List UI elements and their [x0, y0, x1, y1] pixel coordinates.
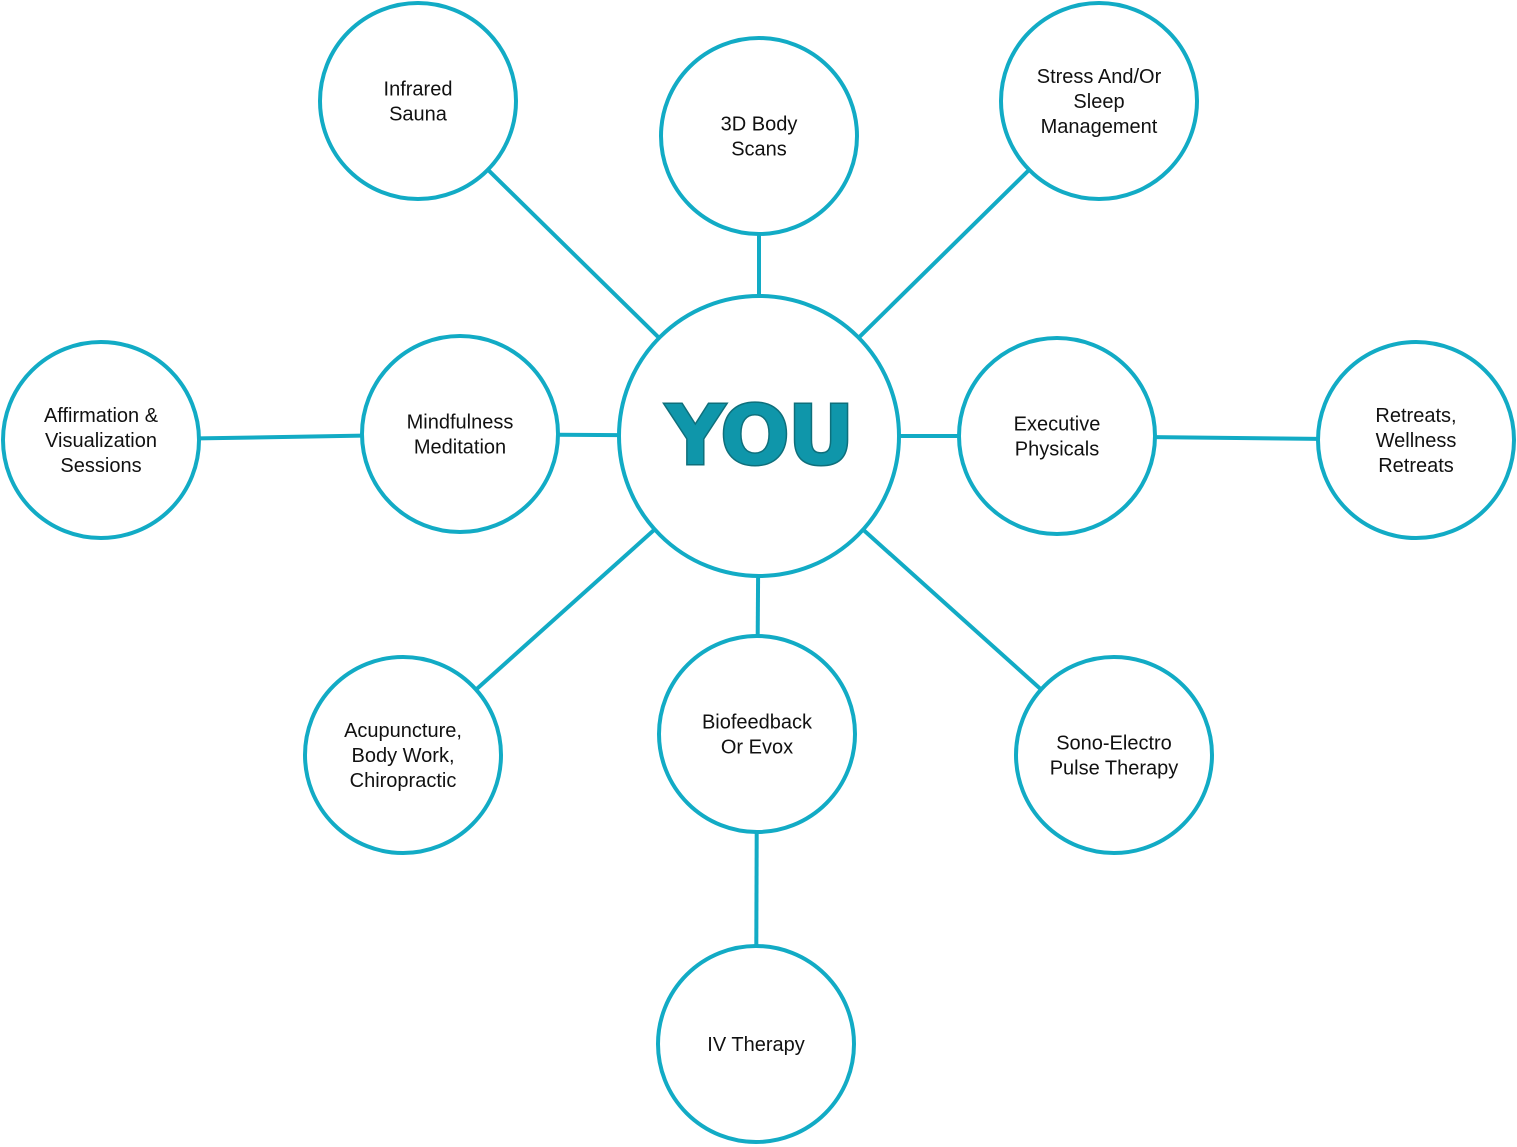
node-label-affirmation-visualization-line-3: Sessions — [60, 455, 141, 477]
node-circle-executive-physicals — [957, 336, 1157, 536]
connector-you-acupuncture-bodywork — [474, 527, 657, 692]
node-label-acupuncture-bodywork-line-1: Acupuncture, — [344, 720, 462, 742]
node-label-retreats-wellness-line-2: Wellness — [1376, 430, 1457, 452]
node-label-infrared-sauna-line-2: Sauna — [389, 104, 448, 126]
node-label-biofeedback-evox-line-2: Or Evox — [721, 737, 793, 759]
node-circle-affirmation-visualization — [1, 340, 201, 540]
node-circle-biofeedback-evox — [657, 634, 857, 834]
node-label-iv-therapy-line-1: IV Therapy — [707, 1034, 804, 1056]
connector-executive-physicals-retreats-wellness — [1154, 435, 1319, 441]
center-circle — [617, 294, 901, 578]
connector-you-infrared-sauna — [486, 168, 661, 340]
node-circle-iv-therapy — [656, 944, 856, 1144]
node-label-stress-sleep-management-line-1: Stress And/Or — [1037, 66, 1162, 88]
node-circle-retreats-wellness — [1316, 340, 1516, 540]
node-label-infrared-sauna-line-1: Infrared — [384, 79, 453, 101]
node-circle-stress-sleep-management — [999, 1, 1199, 201]
node-label-executive-physicals-line-2: Physicals — [1015, 439, 1099, 461]
node-label-executive-physicals-line-1: Executive — [1014, 414, 1101, 436]
node-label-mindfulness-meditation-line-2: Meditation — [414, 437, 506, 459]
connector-you-stress-sleep-management — [857, 168, 1031, 340]
node-label-sono-electro-line-2: Pulse Therapy — [1050, 758, 1179, 780]
node-label-3d-body-scans-line-2: Scans — [731, 139, 787, 161]
node-label-3d-body-scans-line-1: 3D Body — [721, 114, 798, 136]
node-label-stress-sleep-management-line-3: Management — [1041, 116, 1158, 138]
node-circle-sono-electro — [1014, 655, 1214, 855]
node-acupuncture-bodywork: Acupuncture, Body Work, Chiropractic — [303, 655, 503, 855]
node-label-affirmation-visualization-line-2: Visualization — [45, 430, 157, 452]
node-label-retreats-wellness-line-1: Retreats, — [1375, 405, 1456, 427]
connector-mindfulness-meditation-affirmation-visualization — [198, 433, 363, 441]
node-label-affirmation-visualization-line-1: Affirmation & — [44, 405, 159, 427]
node-label-acupuncture-bodywork-line-2: Body Work, — [352, 745, 455, 767]
node-label-acupuncture-bodywork-line-3: Chiropractic — [350, 770, 457, 792]
node-circle-acupuncture-bodywork — [303, 655, 503, 855]
node-label-sono-electro-line-1: Sono-Electro — [1056, 733, 1172, 755]
connector-lines — [198, 168, 1319, 947]
node-circle-3d-body-scans — [659, 36, 859, 236]
node-label-biofeedback-evox-line-1: Biofeedback — [702, 712, 813, 734]
node-label-stress-sleep-management-line-2: Sleep — [1073, 91, 1124, 113]
node-circle-mindfulness-meditation — [360, 334, 560, 534]
connector-you-sono-electro — [861, 528, 1043, 691]
node-biofeedback-evox: Biofeedback Or Evox — [657, 634, 857, 834]
center-label: YOU — [665, 389, 853, 484]
node-iv-therapy: IV Therapy — [656, 944, 856, 1144]
node-circle-infrared-sauna — [318, 1, 518, 201]
center-node: YOU — [617, 294, 901, 578]
node-label-retreats-wellness-line-3: Retreats — [1378, 455, 1454, 477]
node-label-mindfulness-meditation-line-1: Mindfulness — [407, 412, 514, 434]
